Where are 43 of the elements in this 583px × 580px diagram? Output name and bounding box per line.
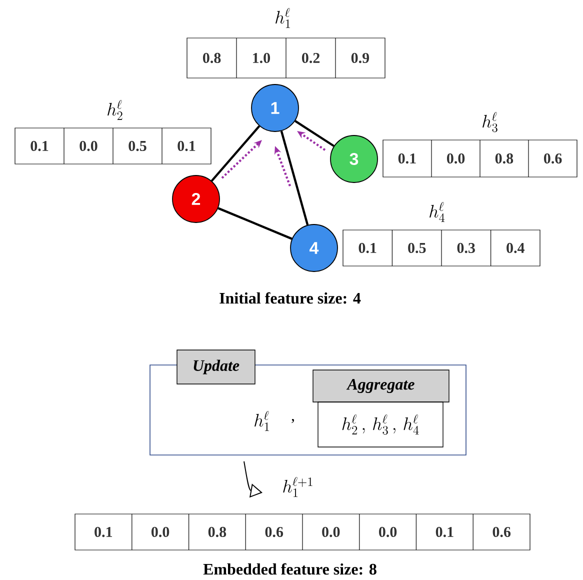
aggregate-box: $h_2^{\ell}\,,\, h_3^{\ell}\,,\, h_4^{\ell}$ (318, 402, 444, 448)
graph-node: 1 (251, 84, 299, 132)
cell-value: 0.6 (265, 526, 284, 538)
cell-value: 0.6 (544, 153, 562, 164)
vector-label: $h_2^{\ell}$ (108, 100, 122, 120)
cell-value: 0.4 (506, 242, 524, 254)
update-tab: Update (176, 350, 256, 384)
cell-value: 0.0 (152, 526, 170, 538)
cell-value: 0.3 (457, 242, 475, 254)
cell-value: 0.0 (447, 153, 465, 164)
cell-value: 0.8 (208, 526, 226, 538)
graph-edge (210, 125, 260, 182)
vector-label: $h_3^{\ell}$ (482, 112, 498, 132)
vector-label: $h_4^{\ell}$ (430, 202, 445, 222)
graph-node: 2 (172, 175, 220, 223)
cell-value: 0.1 (436, 526, 454, 538)
cell-value: 0.1 (398, 153, 416, 164)
cell-value: 0.5 (408, 242, 426, 254)
cell-value: 0.8 (203, 52, 221, 64)
comma: , (292, 418, 294, 424)
vector-label: $h_1^{\ell+1}$ (283, 477, 312, 497)
graph-edge (294, 120, 334, 147)
cell-value: 0.2 (302, 52, 320, 64)
graph-node: 3 (330, 135, 378, 183)
cell-value: 0.1 (358, 242, 376, 254)
cell-value: 0.9 (351, 52, 370, 64)
cell-value: 0.1 (94, 526, 112, 538)
aggregate-tab: Aggregate (312, 370, 450, 402)
cell-value: 0.6 (492, 526, 511, 538)
cell-value: 0.5 (128, 140, 146, 152)
graph-node: 4 (290, 224, 338, 272)
vector-label: $h_1^{\ell}$ (276, 8, 290, 28)
caption: Initial feature size: 4 (220, 292, 361, 304)
cell-value: 0.1 (178, 140, 196, 152)
cell-value: 0.8 (495, 153, 514, 164)
cell-value: 1.0 (253, 52, 270, 64)
graph-edge (280, 130, 309, 226)
cell-value: 0.1 (30, 140, 48, 152)
vector-label: $h_1^{\ell}$ (254, 411, 269, 431)
cell-value: 0.0 (379, 526, 397, 538)
cell-value: 0.0 (80, 140, 98, 152)
graph-edge (218, 207, 292, 240)
cell-value: 0.0 (322, 526, 340, 538)
